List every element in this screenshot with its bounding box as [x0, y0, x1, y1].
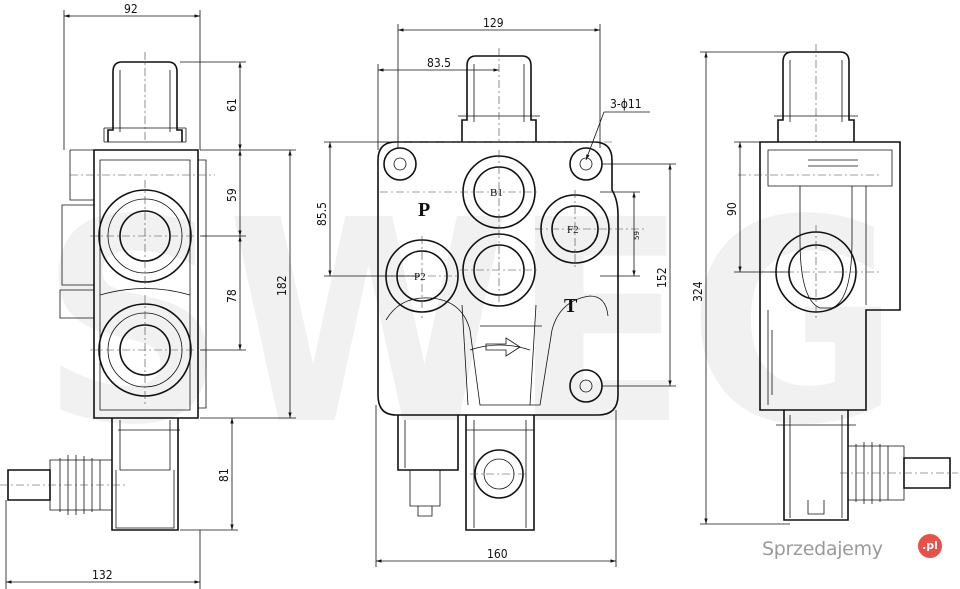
- brand-name: Sprzedajemy: [762, 538, 883, 560]
- brand-logo: Sprzedajemy .pl: [758, 532, 948, 566]
- dim-ports-spacing: 78: [225, 289, 239, 303]
- dim-offset-83-5: 83.5: [427, 56, 451, 70]
- port-label-b1: B1: [490, 187, 503, 199]
- dim-width-160: 160: [487, 547, 508, 561]
- dim-body-height: 182: [275, 275, 289, 296]
- dim-height-85-5: 85.5: [315, 202, 329, 226]
- brand-badge: .pl: [918, 534, 942, 558]
- dim-port-b1-height: 59: [225, 188, 239, 202]
- letter-t: T: [564, 295, 578, 317]
- dim-width-top: 92: [124, 2, 138, 16]
- dim-bottom-height: 81: [217, 468, 231, 482]
- dim-height-90: 90: [725, 202, 739, 216]
- port-label-p2: P2: [414, 271, 426, 283]
- watermark-text: SWEG: [40, 161, 900, 487]
- dim-handle-height: 61: [225, 98, 239, 112]
- dim-height-152: 152: [655, 267, 669, 288]
- port-label-f2: F2: [567, 224, 579, 236]
- letter-p: P: [418, 199, 430, 221]
- dim-port-spacing-small: 59: [633, 231, 641, 240]
- front-view: 129 83.5 3-ϕ11 85.5 59 152 160 B1 F2 P2 …: [315, 16, 676, 567]
- dim-height-324: 324: [691, 281, 705, 302]
- left-side-view: 92 61 59 78 182 81 132: [0, 2, 296, 589]
- dim-width-129: 129: [483, 16, 504, 30]
- dim-holes-3-phi11: 3-ϕ11: [610, 97, 642, 111]
- dim-width-bottom: 132: [92, 568, 113, 582]
- right-side-view: 90 324: [691, 44, 958, 525]
